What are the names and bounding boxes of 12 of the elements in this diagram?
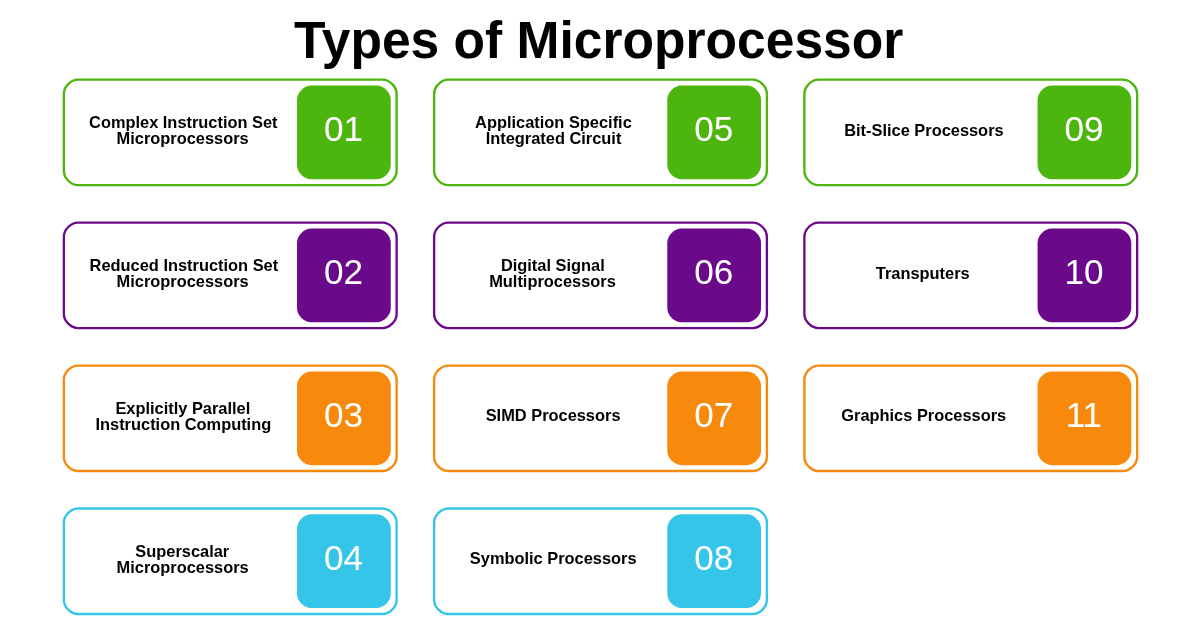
node-box: SIMD Processors 07 — [432, 364, 768, 473]
node-box: Bit-Slice Processors 09 — [802, 78, 1138, 187]
diagram-title: Types of Microprocessor — [293, 10, 903, 69]
node-box: Explicitly Parallel Instruction Computing 03 — [62, 364, 398, 473]
node-box: Transputers 10 — [802, 221, 1138, 330]
node-box: Digital Signal Multiprocessors 06 — [432, 221, 768, 330]
node-box: Complex Instruction Set Microprocessors 01 — [62, 78, 398, 187]
node-box: Superscalar Microprocessors 04 — [62, 507, 398, 616]
node-box: Symbolic Processors 08 — [432, 507, 768, 616]
node-box: Application Specific Integrated Circuit 05 — [432, 78, 768, 187]
node-box: Reduced Instruction Set Microprocessors 02 — [62, 221, 398, 330]
node-box: Graphics Processors 11 — [802, 364, 1138, 473]
